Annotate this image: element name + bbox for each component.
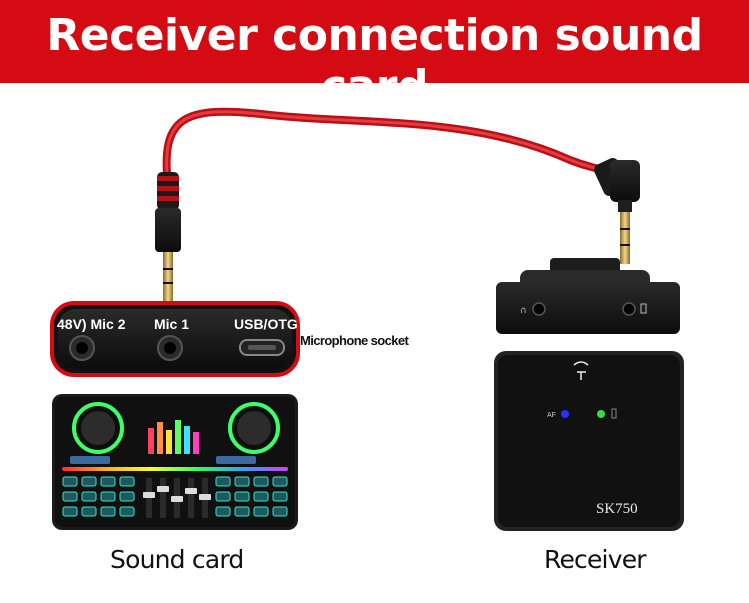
svg-text:∩: ∩ [520, 306, 527, 316]
receiver-body: AF [494, 351, 684, 531]
audio-cable [155, 107, 640, 308]
receiver-clip: ∩ [496, 258, 680, 334]
sound-card-port-panel [50, 301, 300, 377]
svg-text:AF: AF [547, 412, 556, 419]
title-banner: Receiver connection sound card [0, 0, 749, 112]
receiver-model: SK750 [596, 501, 638, 517]
caption-receiver: Receiver [544, 545, 647, 574]
port-label-mic1: Mic 1 [154, 316, 190, 332]
sound-card-mixer [52, 394, 298, 530]
caption-sound-card: Sound card [110, 545, 244, 574]
banner-title: Receiver connection sound card [46, 10, 703, 112]
microphone-socket-callout: Microphone socket [300, 333, 409, 348]
port-label-mic2: 48V) Mic 2 [57, 316, 126, 332]
port-label-usb: USB/OTG [234, 316, 298, 332]
